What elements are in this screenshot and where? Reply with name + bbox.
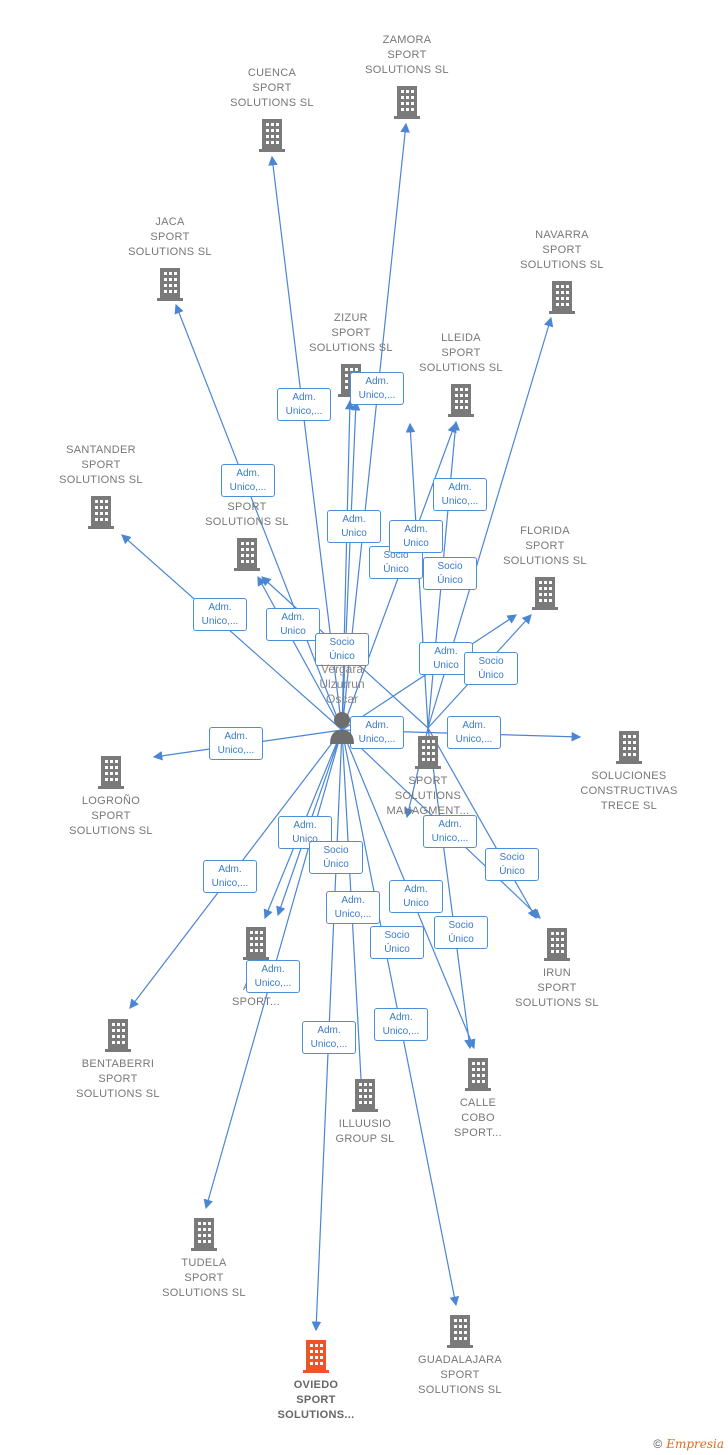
building-icon: [415, 736, 441, 769]
company-name: SPORT SOLUTIONS SL: [205, 501, 289, 528]
edge-label[interactable]: Socio Único: [423, 557, 477, 590]
company-name: LLEIDA SPORT SOLUTIONS SL: [419, 332, 503, 374]
company-name: CALLE COBO SPORT...: [453, 1097, 503, 1139]
company-name: ZAMORA SPORT SOLUTIONS SL: [365, 34, 449, 76]
company-name: FLORIDA SPORT SOLUTIONS SL: [503, 525, 587, 567]
company-name: JACA SPORT SOLUTIONS SL: [128, 216, 212, 258]
edge-label[interactable]: Adm. Unico,...: [350, 372, 404, 405]
company-node-tudela[interactable]: TUDELA SPORT SOLUTIONS SL: [134, 1216, 274, 1301]
company-name: CUENCA SPORT SOLUTIONS SL: [230, 67, 314, 109]
building-icon: [549, 281, 575, 314]
company-node-navarra[interactable]: NAVARRA SPORT SOLUTIONS SL: [492, 228, 632, 315]
edge-label[interactable]: Adm. Unico,...: [302, 1021, 356, 1054]
edge-6: [121, 534, 343, 731]
edge-label[interactable]: Adm. Unico,...: [193, 598, 247, 631]
company-name: IRUN SPORT SOLUTIONS SL: [515, 967, 599, 1009]
edge-25: [427, 727, 537, 920]
building-icon: [352, 1079, 378, 1112]
company-node-oviedo[interactable]: OVIEDO SPORT SOLUTIONS...: [246, 1338, 386, 1423]
edge-label[interactable]: Adm. Unico,...: [423, 815, 477, 848]
building-icon: [532, 577, 558, 610]
edge-label[interactable]: Socio Único: [434, 916, 488, 949]
building-icon: [243, 927, 269, 960]
edge-20: [341, 400, 361, 731]
brand-logo: Empresia: [666, 1437, 724, 1451]
company-node-soluciones[interactable]: SOLUCIONES CONSTRUCTIVAS TRECE SL: [559, 729, 699, 814]
company-name: SOLUCIONES CONSTRUCTIVAS TRECE SL: [580, 770, 678, 812]
company-name: SANTANDER SPORT SOLUTIONS SL: [59, 444, 143, 486]
edge-label[interactable]: Socio Único: [370, 926, 424, 959]
company-name: ILLUUSIO GROUP SL: [335, 1118, 395, 1145]
edge-label[interactable]: Adm. Unico: [327, 510, 381, 543]
edge-label[interactable]: Socio Único: [309, 841, 363, 874]
building-icon: [105, 1019, 131, 1052]
building-icon: [448, 384, 474, 417]
edge-1: [341, 122, 410, 731]
edge-label[interactable]: Socio Único: [485, 848, 539, 881]
edge-label[interactable]: Adm. Unico,...: [221, 464, 275, 497]
company-name: LOGROÑO SPORT SOLUTIONS SL: [69, 795, 153, 837]
building-icon: [303, 1340, 329, 1373]
company-name: NAVARRA SPORT SOLUTIONS SL: [520, 229, 604, 271]
building-icon: [157, 268, 183, 301]
company-node-jaca[interactable]: JACA SPORT SOLUTIONS SL: [100, 215, 240, 302]
company-name: TUDELA SPORT SOLUTIONS SL: [162, 1257, 246, 1299]
company-name: BENTABERRI SPORT SOLUTIONS SL: [76, 1058, 160, 1100]
company-node-cuenca[interactable]: CUENCA SPORT SOLUTIONS SL: [202, 66, 342, 153]
edge-4: [341, 399, 355, 731]
person-name: Vergara Ulzurrun Oscar: [319, 662, 365, 706]
company-name: SPORT SOLUTIONS MANAGMENT...: [386, 775, 470, 817]
building-icon: [88, 496, 114, 529]
edge-label[interactable]: Adm. Unico,...: [447, 716, 501, 749]
edge-24: [427, 727, 474, 1050]
company-node-santander[interactable]: SANTANDER SPORT SOLUTIONS SL: [31, 443, 171, 530]
edge-label[interactable]: Socio Único: [315, 633, 369, 666]
company-name: GUADALAJARA SPORT SOLUTIONS SL: [418, 1354, 502, 1396]
edge-label[interactable]: Adm. Unico,...: [209, 727, 263, 760]
copyright-icon: ©: [653, 1437, 663, 1451]
edge-label[interactable]: Adm. Unico,...: [433, 478, 487, 511]
company-node-lleida[interactable]: LLEIDA SPORT SOLUTIONS SL: [391, 331, 531, 418]
building-icon: [234, 538, 260, 571]
edge-label[interactable]: Socio Único: [464, 652, 518, 685]
company-node-florida[interactable]: FLORIDA SPORT SOLUTIONS SL: [475, 524, 615, 611]
edge-label[interactable]: Adm. Unico: [389, 520, 443, 553]
edge-label[interactable]: Adm. Unico,...: [374, 1008, 428, 1041]
company-node-sport[interactable]: SPORT SOLUTIONS SL: [177, 500, 317, 572]
company-node-guadalajara[interactable]: GUADALAJARA SPORT SOLUTIONS SL: [390, 1313, 530, 1398]
company-node-illuusio[interactable]: ILLUUSIO GROUP SL: [295, 1077, 435, 1147]
building-icon: [98, 756, 124, 789]
person-icon: [330, 712, 354, 744]
company-node-managment[interactable]: SPORT SOLUTIONS MANAGMENT...: [358, 734, 498, 819]
edge-label[interactable]: Adm. Unico,...: [326, 891, 380, 924]
edge-label[interactable]: Adm. Unico: [389, 880, 443, 913]
building-icon: [259, 119, 285, 152]
building-icon: [544, 928, 570, 961]
company-name: OVIEDO SPORT SOLUTIONS...: [277, 1379, 355, 1421]
building-icon: [616, 731, 642, 764]
company-node-calle[interactable]: CALLE COBO SPORT...: [408, 1056, 548, 1141]
edge-label[interactable]: Adm. Unico,...: [246, 960, 300, 993]
company-node-bentaberri[interactable]: BENTABERRI SPORT SOLUTIONS SL: [48, 1017, 188, 1102]
edge-2: [174, 303, 343, 731]
building-icon: [465, 1058, 491, 1091]
building-icon: [447, 1315, 473, 1348]
edge-label[interactable]: Adm. Unico,...: [277, 388, 331, 421]
footer-brand: ©Empresia: [653, 1437, 724, 1451]
edge-label[interactable]: Adm. Unico: [266, 608, 320, 641]
edge-7: [257, 575, 343, 731]
company-node-zamora[interactable]: ZAMORA SPORT SOLUTIONS SL: [337, 33, 477, 120]
company-node-irun[interactable]: IRUN SPORT SOLUTIONS SL: [487, 926, 627, 1011]
edge-label[interactable]: Adm. Unico,...: [203, 860, 257, 893]
building-icon: [394, 86, 420, 119]
company-node-logrono[interactable]: LOGROÑO SPORT SOLUTIONS SL: [41, 754, 181, 839]
building-icon: [191, 1218, 217, 1251]
company-name: ZIZUR SPORT SOLUTIONS SL: [309, 312, 393, 354]
edge-label[interactable]: Adm. Unico,...: [350, 716, 404, 749]
